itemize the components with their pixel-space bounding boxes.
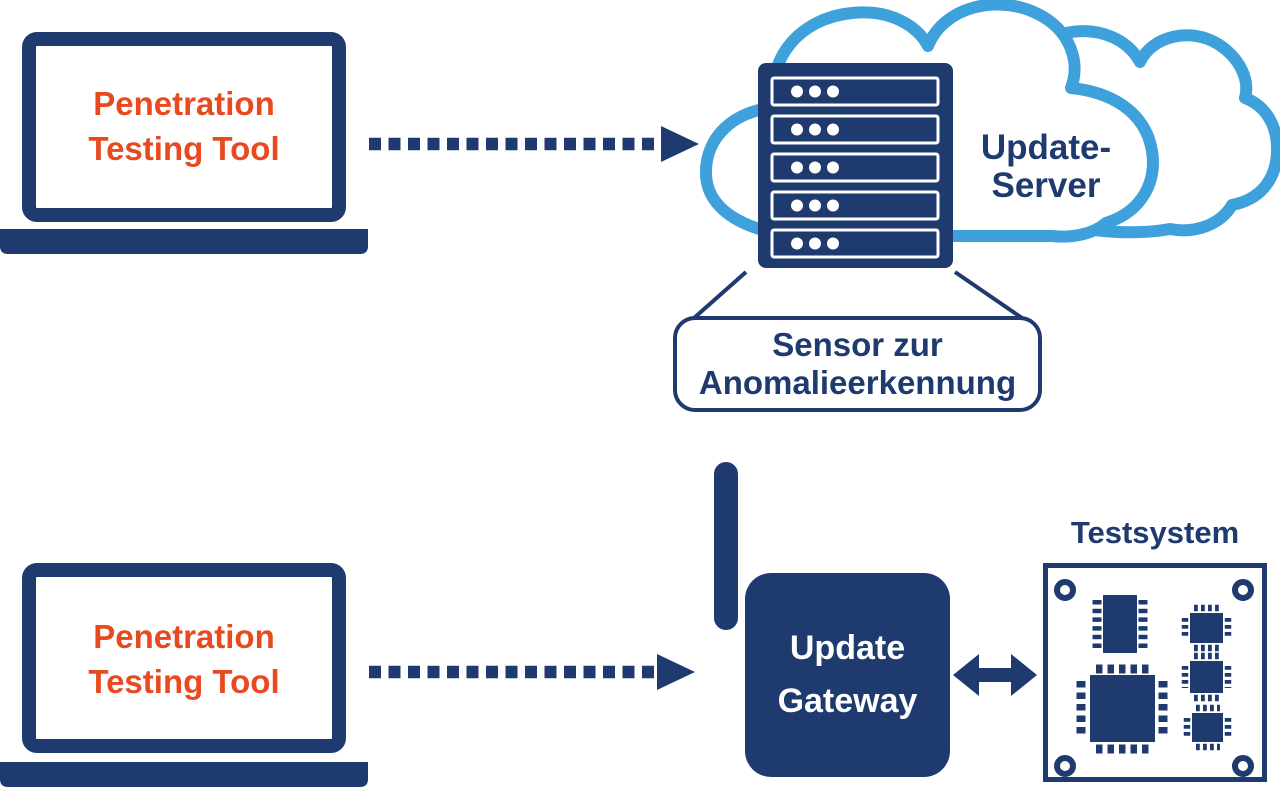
server-rack-icon — [758, 63, 953, 268]
update-server-label-line1: Update- — [980, 128, 1112, 167]
pentest-tool-label-top: Penetration Testing Tool — [36, 50, 332, 201]
callout-bubble — [673, 270, 1042, 412]
circuit-board-icon — [1043, 563, 1267, 782]
anomaly-sensor-label-line1: Sensor zur — [772, 326, 943, 363]
laptop-icon — [0, 32, 368, 254]
dotted-arrow-right-icon — [369, 654, 695, 690]
update-gateway-label-line1: Update — [789, 629, 906, 667]
anomaly-sensor-label-line2: Anomalieerkennung — [698, 364, 1017, 401]
update-server-label: Update- Server — [946, 117, 1146, 217]
pentest-tool-label-line2: Testing Tool — [88, 662, 280, 700]
update-server-label-line2: Server — [991, 166, 1101, 205]
testsystem-label: Testsystem — [1043, 515, 1267, 551]
testsystem-label-text: Testsystem — [1070, 515, 1240, 550]
antenna-icon — [714, 462, 738, 630]
dotted-arrow-right-icon — [369, 126, 699, 162]
gateway-box — [745, 573, 950, 777]
update-gateway-label-line2: Gateway — [777, 682, 918, 720]
pentest-tool-label-line1: Penetration — [93, 84, 275, 122]
pentest-tool-label-line1: Penetration — [93, 617, 275, 655]
double-arrow-icon — [953, 654, 1037, 696]
pentest-tool-label-bottom: Penetration Testing Tool — [36, 583, 332, 734]
anomaly-sensor-label: Sensor zur Anomalieerkennung — [673, 316, 1042, 412]
pentest-tool-label-line2: Testing Tool — [88, 129, 280, 167]
laptop-icon — [0, 563, 368, 787]
update-gateway-label: Update Gateway — [745, 573, 950, 777]
